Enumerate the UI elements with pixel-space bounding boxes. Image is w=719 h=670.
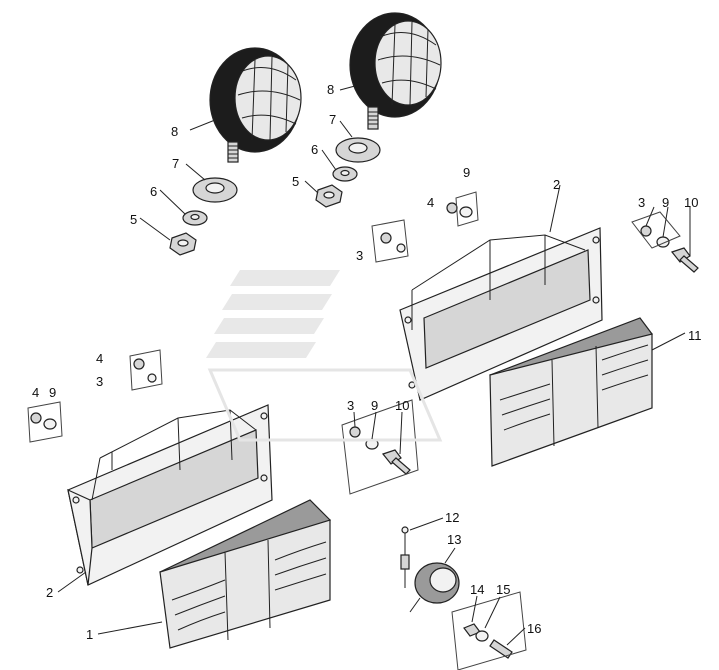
- callout-7: 7: [172, 156, 179, 171]
- tail-lamp-left: [159, 499, 332, 649]
- callout-14: 14: [470, 582, 484, 597]
- callout-3: 3: [638, 195, 645, 210]
- callout-2: 2: [553, 177, 560, 192]
- callout-4: 4: [427, 195, 434, 210]
- callout-4: 4: [96, 351, 103, 366]
- callout-16: 16: [527, 621, 541, 636]
- callout-3: 3: [347, 398, 354, 413]
- work-lamp-left: [209, 47, 302, 163]
- tail-lamp-right: [489, 317, 653, 467]
- leader-lines: [57, 85, 691, 646]
- callout-6: 6: [311, 142, 318, 157]
- callout-8: 8: [327, 82, 334, 97]
- work-lamp-right: [349, 12, 442, 130]
- callout-5: 5: [130, 212, 137, 227]
- callout-10: 10: [395, 398, 409, 413]
- callout-12: 12: [445, 510, 459, 525]
- callout-10: 10: [684, 195, 698, 210]
- callout-5: 5: [292, 174, 299, 189]
- callout-4: 4: [32, 385, 39, 400]
- callout-9: 9: [49, 385, 56, 400]
- callout-11: 11: [688, 328, 702, 343]
- callout-3: 3: [96, 374, 103, 389]
- bracket-left: [67, 404, 273, 586]
- callout-1: 1: [86, 627, 93, 642]
- callout-9: 9: [371, 398, 378, 413]
- bracket-right: [399, 227, 603, 401]
- callout-7: 7: [329, 112, 336, 127]
- callout-9: 9: [463, 165, 470, 180]
- watermark-logo: [206, 270, 443, 442]
- callout-labels: 1 2 2 3 3 3 3 4 4 4 5 5 6 6 7 7 8 8 9 9 …: [32, 82, 702, 642]
- callout-2: 2: [46, 585, 53, 600]
- callout-8: 8: [171, 124, 178, 139]
- callout-3: 3: [356, 248, 363, 263]
- callout-boxes: [27, 191, 681, 670]
- callout-9: 9: [662, 195, 669, 210]
- callout-13: 13: [447, 532, 461, 547]
- horn: [400, 526, 460, 613]
- lamp-mount-hardware-left: [169, 177, 238, 256]
- callout-6: 6: [150, 184, 157, 199]
- callout-15: 15: [496, 582, 510, 597]
- lamp-mount-hardware-right: [315, 137, 381, 208]
